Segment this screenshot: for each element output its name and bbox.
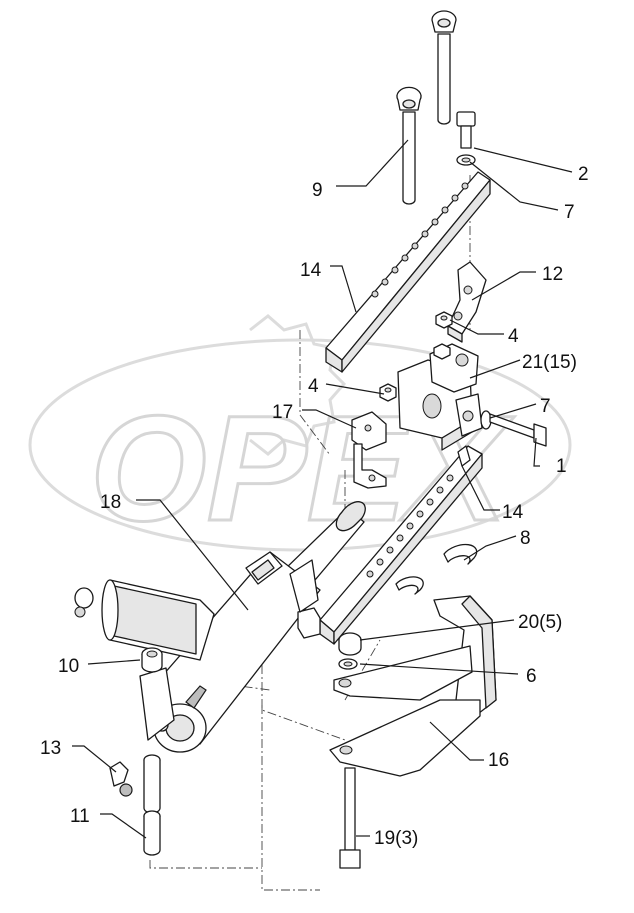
part-8-clip (395, 543, 478, 595)
part-19-bolt (339, 767, 361, 869)
part-6-washer (338, 658, 358, 670)
part-4-nut-upper (435, 311, 453, 329)
callout-17: 17 (272, 402, 293, 423)
callout-8: 8 (520, 528, 531, 549)
callout-4-upper: 4 (508, 326, 519, 347)
callout-18: 18 (100, 492, 121, 513)
part-10-bushing (141, 647, 163, 673)
part-11-sleeve (143, 754, 161, 856)
callout-labels: 2 7 9 14 12 4 21(15) 4 7 17 1 18 14 8 20… (40, 164, 589, 849)
part-9-pin (396, 86, 422, 205)
part-21-mount-bracket (397, 343, 483, 451)
part-2-bolt (456, 111, 476, 149)
part-14-rail-upper (325, 171, 491, 373)
callout-7-mid: 7 (540, 396, 551, 417)
callout-14-lower: 14 (502, 502, 524, 523)
callout-19-3: 19(3) (374, 828, 418, 849)
top-pin (431, 10, 457, 125)
callout-16: 16 (488, 750, 509, 771)
part-17-bracket (351, 411, 387, 489)
part-1-bolt (489, 413, 547, 447)
callout-4-lower: 4 (308, 376, 319, 397)
part-16-frame (329, 595, 497, 777)
callout-1: 1 (556, 456, 567, 477)
callout-10: 10 (58, 656, 79, 677)
part-4-nut-lower (379, 383, 397, 402)
callout-14-upper: 14 (300, 260, 322, 281)
part-14-rail-lower (319, 445, 483, 645)
leader-lines (72, 139, 573, 839)
callout-7-top: 7 (564, 202, 575, 223)
part-12-bracket (447, 261, 487, 343)
part-18-hydraulic-cylinder (74, 501, 366, 753)
callout-2: 2 (578, 164, 589, 185)
part-20-nut (338, 632, 362, 656)
callout-11: 11 (70, 806, 90, 827)
callout-9: 9 (312, 180, 323, 201)
callout-6: 6 (526, 666, 537, 687)
part-13-fitting (109, 761, 133, 797)
callout-13: 13 (40, 738, 61, 759)
callout-12: 12 (542, 264, 563, 285)
callout-20-5: 20(5) (518, 612, 562, 633)
callout-21-15: 21(15) (522, 352, 577, 373)
